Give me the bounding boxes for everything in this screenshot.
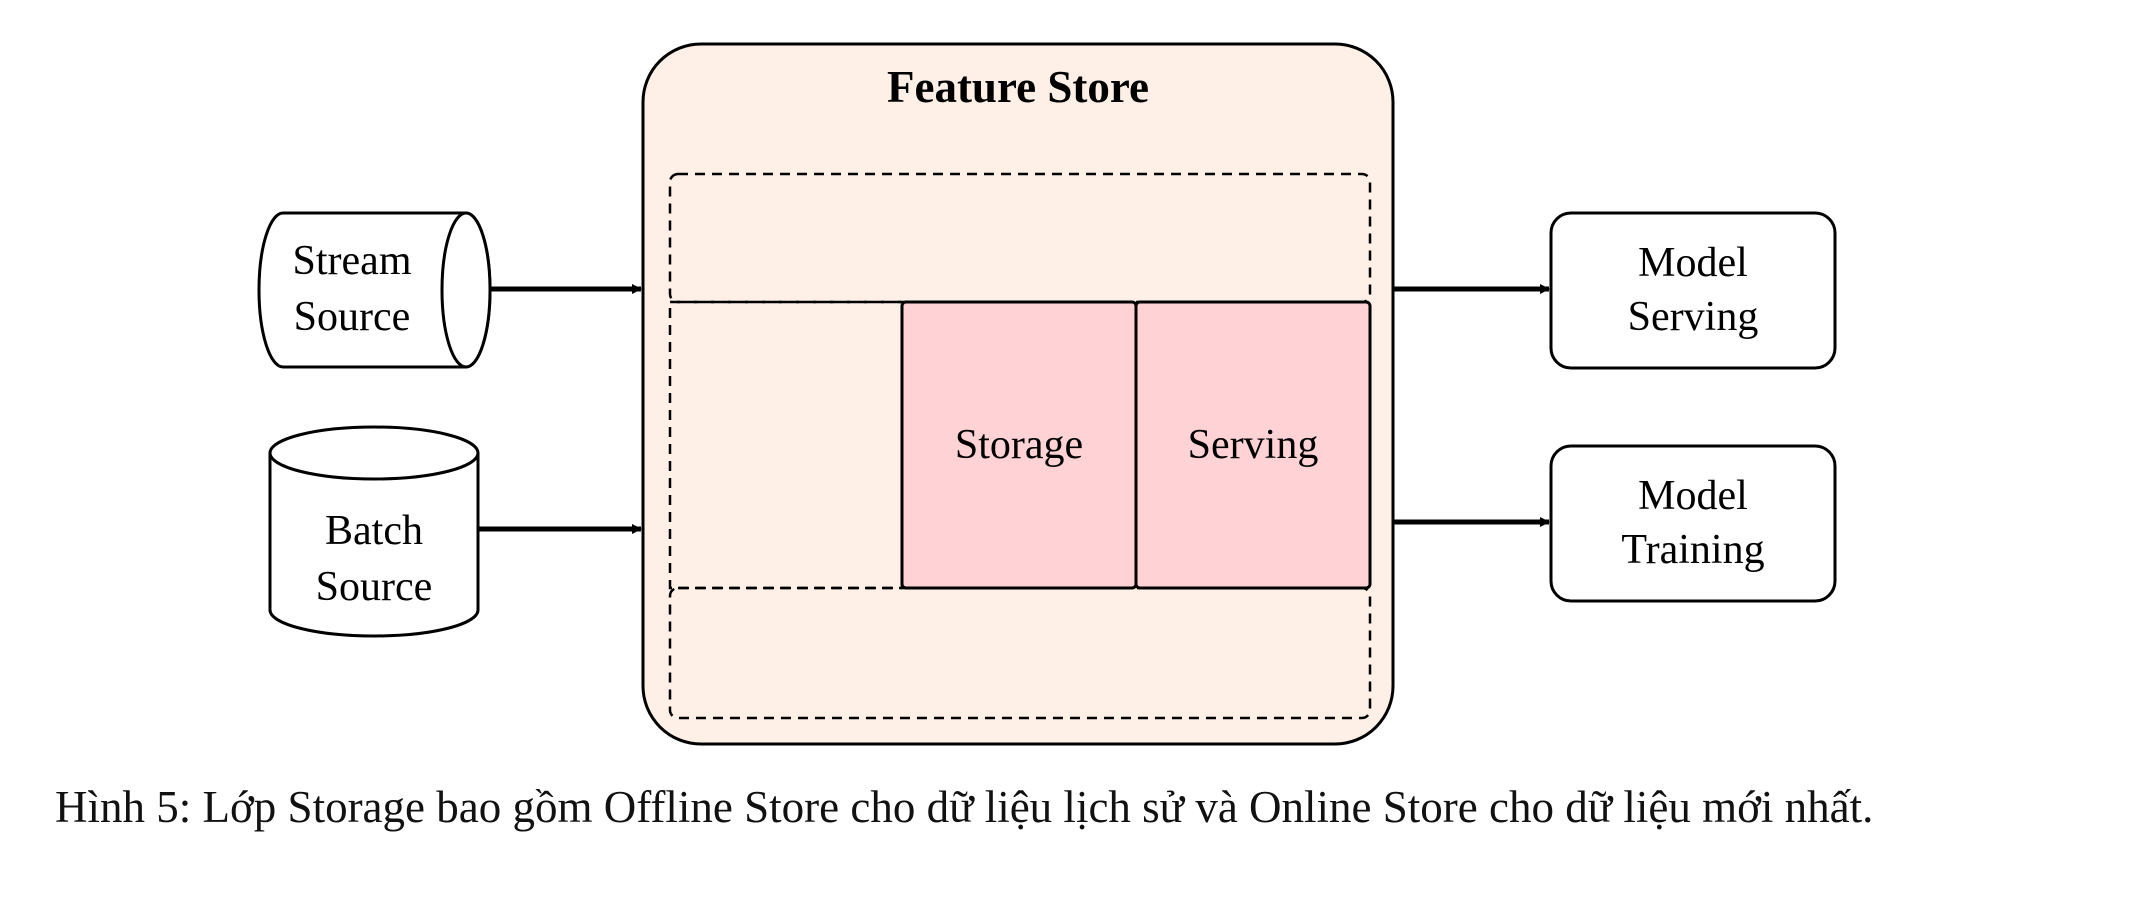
serving-label: Serving bbox=[1188, 422, 1319, 468]
batch-source: Batch Source bbox=[268, 425, 480, 638]
model-training-label-line2: Training bbox=[1621, 527, 1764, 573]
figure-caption: Hình 5: Lớp Storage bao gồm Offline Stor… bbox=[55, 782, 1874, 832]
model-training-label-line1: Model bbox=[1638, 473, 1748, 519]
feature-store-title: Feature Store bbox=[887, 62, 1149, 112]
batch-source-label-line1: Batch bbox=[325, 508, 423, 554]
stream-source-label-line2: Source bbox=[294, 294, 411, 340]
feature-store-box: Feature Store Storage Serving bbox=[641, 42, 1395, 746]
batch-source-label-line2: Source bbox=[316, 564, 433, 610]
batch-source-top bbox=[268, 425, 480, 481]
model-serving: Model Serving bbox=[1549, 211, 1837, 370]
feature-store-diagram: Feature Store Storage Serving Stream Sou… bbox=[257, 42, 1837, 746]
stream-source-label-line1: Stream bbox=[293, 238, 412, 284]
model-serving-label-line1: Model bbox=[1638, 240, 1748, 286]
batch-source-body bbox=[268, 453, 480, 638]
model-training: Model Training bbox=[1549, 444, 1837, 603]
model-serving-label-line2: Serving bbox=[1628, 294, 1759, 340]
stream-source: Stream Source bbox=[257, 211, 492, 369]
storage-label: Storage bbox=[955, 422, 1083, 468]
serving-box bbox=[1134, 300, 1372, 590]
model-serving-box bbox=[1549, 211, 1837, 370]
stream-source-end bbox=[440, 211, 492, 369]
model-training-box bbox=[1549, 444, 1837, 603]
